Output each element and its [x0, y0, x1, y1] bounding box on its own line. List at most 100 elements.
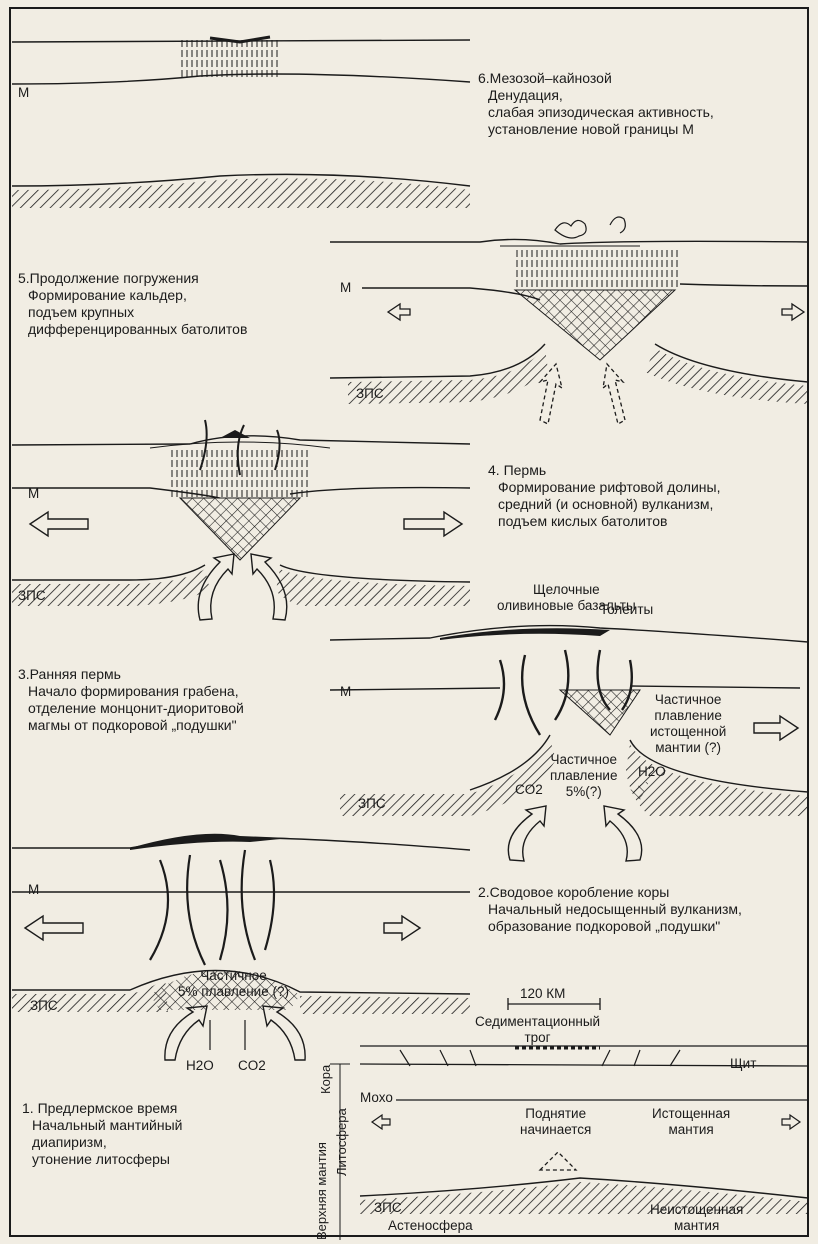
section-5 — [330, 217, 808, 424]
arrow-left-5 — [388, 304, 410, 320]
zps-label-2: ЗПС — [30, 998, 58, 1014]
arrow-up-3a — [508, 806, 546, 861]
undepleted-mantle-label: Неистощенная мантия — [650, 1202, 743, 1234]
pm-line: плавление — [550, 768, 617, 784]
depleted-line: мантия — [652, 1122, 730, 1138]
cushion-4 — [180, 498, 300, 560]
arrow-right-4 — [404, 512, 462, 536]
caption-6-line: слабая эпизодическая активность, — [478, 104, 714, 121]
side-crust-label: Кора — [318, 1065, 333, 1094]
section-4 — [12, 420, 470, 620]
arrow-left-2 — [25, 916, 83, 940]
uplift-line: Поднятие — [520, 1106, 591, 1122]
caption-6-title: 6.Мезозой–кайнозой — [478, 70, 714, 87]
caption-3: 3.Ранняя пермь Начало формирования грабе… — [18, 666, 244, 734]
sed-trough-label: Седиментационный трог — [475, 1014, 600, 1046]
h2o-label-3: H2O — [638, 764, 666, 780]
caption-1: 1. Предлермское время Начальный мантийны… — [22, 1100, 182, 1168]
partial-melting-label-2: Частичное 5% плавление (?) — [178, 968, 289, 1000]
caption-1-line: утонение литосферы — [22, 1151, 182, 1168]
sed-trough-line: трог — [475, 1030, 600, 1046]
m-label-2: М — [28, 882, 39, 898]
feeder-dikes-2 — [150, 850, 274, 965]
undepleted-line: мантия — [650, 1218, 743, 1234]
caption-5: 5.Продолжение погружения Формирование ка… — [18, 270, 247, 338]
caption-4-line: средний (и основной) вулканизм, — [488, 496, 720, 513]
m-label-3: М — [340, 684, 351, 700]
caption-5-line: подъем крупных — [18, 304, 247, 321]
depleted-mantle-label: Истощенная мантия — [652, 1106, 730, 1138]
caption-3-line: магмы от подкоровой „подушки" — [18, 717, 244, 734]
pm2-line: 5% плавление (?) — [178, 984, 289, 1000]
caption-2-line: образование подкоровой „подушки" — [478, 918, 742, 935]
scale-label: 120 КМ — [520, 986, 565, 1002]
caption-4: 4. Пермь Формирование рифтовой долины, с… — [488, 462, 720, 530]
m-label-4: М — [28, 486, 39, 502]
caption-2: 2.Сводовое коробление коры Начальный нед… — [478, 884, 742, 935]
zps-label-5: ЗПС — [356, 386, 384, 402]
caption-3-line: отделение монцонит-диоритовой — [18, 700, 244, 717]
caption-5-line: Формирование кальдер, — [18, 287, 247, 304]
caption-4-line: подъем кислых батолитов — [488, 513, 720, 530]
arrow-left-4 — [30, 512, 88, 536]
undepleted-line: Неистощенная — [650, 1202, 743, 1218]
zps-layer-2-right — [300, 996, 470, 1014]
co2-label-3: CO2 — [515, 782, 543, 798]
zps-label-1: ЗПС — [374, 1200, 402, 1216]
caption-2-line: Начальный недосыщенный вулканизм, — [478, 901, 742, 918]
uplift-arrow — [540, 1152, 576, 1170]
caption-1-line: Начальный мантийный — [22, 1117, 182, 1134]
uplift-line: начинается — [520, 1122, 591, 1138]
partial-melting-label-3: Частичное плавление 5%(?) — [550, 752, 617, 800]
pm-line: 5%(?) — [550, 784, 617, 800]
alkali-basalts-line: Щелочные — [497, 582, 636, 598]
side-upper-mantle-label: Верхняя мантия — [314, 1142, 329, 1240]
relict-batholith-6 — [180, 40, 280, 78]
section-3 — [330, 626, 808, 861]
section-6 — [12, 37, 470, 208]
caption-1-title: 1. Предлермское время — [22, 1100, 182, 1117]
caption-4-line: Формирование рифтовой долины, — [488, 479, 720, 496]
pm-line: Частичное — [550, 752, 617, 768]
asthenosphere-label: Астеносфера — [388, 1218, 473, 1234]
partial-melting-depleted-label: Частичное плавление истощенной мантии (?… — [650, 692, 726, 756]
arrow-right-1 — [782, 1115, 800, 1129]
m-label-5: М — [340, 280, 351, 296]
co2-label-2: CO2 — [238, 1058, 266, 1074]
caption-6-line: установление новой границы М — [478, 121, 714, 138]
caption-6: 6.Мезозой–кайнозой Денудация, слабая эпи… — [478, 70, 714, 138]
pm-depleted-line: истощенной — [650, 724, 726, 740]
dikes-5 — [515, 250, 680, 290]
section-2 — [12, 834, 470, 1060]
arrow-up-2a — [165, 1006, 207, 1060]
arrow-up-2b — [263, 1006, 305, 1060]
shield-label: Щит — [730, 1056, 756, 1072]
uplift-begins-label: Поднятие начинается — [520, 1106, 591, 1138]
caption-3-line: Начало формирования грабена, — [18, 683, 244, 700]
caption-5-line: дифференцированных батолитов — [18, 321, 247, 338]
depleted-line: Истощенная — [652, 1106, 730, 1122]
zps-layer-6 — [12, 178, 470, 208]
arrow-up-dashed-5b — [603, 364, 625, 424]
m-label-6: М — [18, 85, 29, 101]
caption-5-title: 5.Продолжение погружения — [18, 270, 247, 287]
pm-depleted-line: Частичное — [650, 692, 726, 708]
pm2-line: Частичное — [178, 968, 289, 984]
sed-trough-line: Седиментационный — [475, 1014, 600, 1030]
side-lithosphere-label: Литосфера — [334, 1108, 349, 1176]
arrow-right-3 — [754, 716, 798, 740]
tholeiites-label: Толеиты — [600, 602, 653, 618]
moho-label: Мохо — [360, 1090, 393, 1106]
caption-3-title: 3.Ранняя пермь — [18, 666, 244, 683]
arrow-left-1 — [372, 1115, 390, 1129]
zps-layer-4-right — [276, 569, 470, 606]
pm-depleted-line: мантии (?) — [650, 740, 726, 756]
arrow-right-5 — [782, 304, 804, 320]
caption-1-line: диапиризм, — [22, 1134, 182, 1151]
zps-label-4: ЗПС — [18, 588, 46, 604]
caption-2-title: 2.Сводовое коробление коры — [478, 884, 742, 901]
arrow-up-3b — [604, 806, 642, 861]
pm-depleted-line: плавление — [650, 708, 726, 724]
